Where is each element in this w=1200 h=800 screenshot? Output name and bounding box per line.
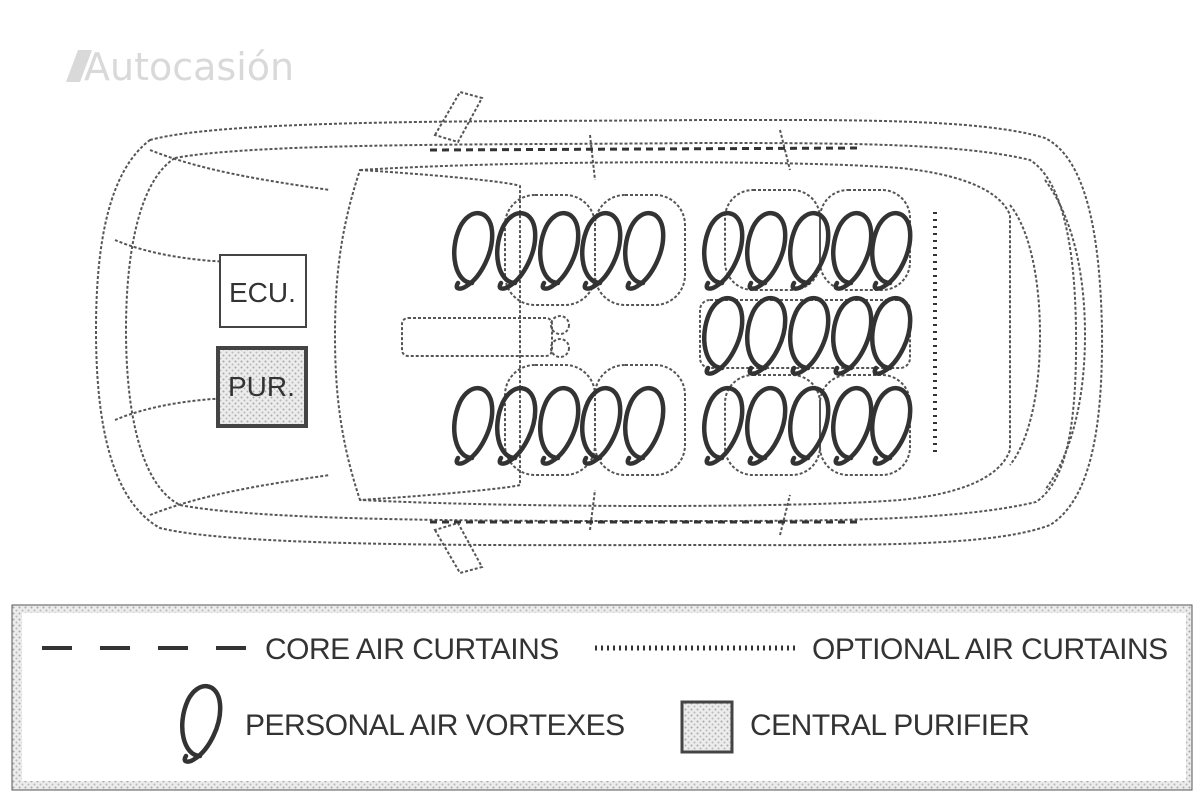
vortex-icon [497,388,535,463]
hood-line-top [149,149,331,191]
seat-mid-left [724,189,821,291]
vortex-icon [625,388,663,463]
central-purifier-label: CENTRAL PURIFIER [750,709,1029,742]
purifier-box: PUR. [216,346,308,428]
seat-front-left-back [594,194,686,306]
vortex-icon [747,298,785,373]
vortex-icon [704,388,742,463]
legend-inner [22,613,1186,781]
vortex-icon [454,213,492,288]
vortex-icon [790,213,828,288]
ecu-box: ECU. [219,254,307,328]
seat-mid-right-back [819,374,911,476]
vortex-icon [872,298,910,373]
right-mirror [433,521,484,575]
vortex-icon [540,213,578,288]
vortex-icon [540,388,578,463]
vortex-icon [704,213,742,288]
seat-mid-right [724,374,821,476]
core-air-curtains-label: CORE AIR CURTAINS [265,633,559,666]
vortex-icon [790,388,828,463]
vortex-icon [833,213,871,288]
autocasion-watermark: Autocasión [66,45,294,89]
door-line-top [589,129,791,181]
optional-air-curtains-label: OPTIONAL AIR CURTAINS [812,633,1168,666]
car-body-inner-line [124,141,1078,523]
core-air-curtains [429,146,861,524]
car-top-view [94,90,1104,575]
central-purifier-swatch [680,700,734,754]
vortex-icon [833,388,871,463]
vortex-icon [747,388,785,463]
left-mirror [433,90,484,144]
rear-tailgate [1044,179,1087,491]
windshield [333,168,521,502]
watermark-text: Autocasión [84,45,294,89]
cup-holder-1 [550,315,570,335]
purifier-label: PUR. [228,371,295,402]
vortex-icon [497,213,535,288]
vortex-icon [872,388,910,463]
ecu-label: ECU. [229,277,296,308]
door-line-bottom [589,489,791,536]
vortex-icon [454,388,492,463]
vortex-icon [833,298,871,373]
seat-front-right-back [594,364,686,476]
vortex-icon [872,213,910,288]
cabin-outline [359,161,1011,507]
center-console [401,317,553,357]
vortex-icon [582,388,620,463]
vortex-icon [625,213,663,288]
core-curtain-top [429,146,861,152]
seat-mid-left-back [819,189,911,291]
rear-window [1009,204,1042,466]
hood-center-ridge [114,239,241,263]
vortex-icon [747,213,785,288]
hood-line-bottom [149,474,331,516]
legend: CORE AIR CURTAINS OPTIONAL AIR CURTAINS … [11,604,1193,791]
cup-holder-2 [550,338,570,358]
personal-air-vortexes [454,213,910,463]
vortex-icon [582,213,620,288]
vortex-icon [790,298,828,373]
vortex-icon [704,298,742,373]
hood-center-ridge-2 [114,397,241,421]
car-body-outline [94,118,1104,547]
autocasion-logo-slash-icon [66,50,92,82]
personal-air-vortexes-label: PERSONAL AIR VORTEXES [245,709,625,742]
